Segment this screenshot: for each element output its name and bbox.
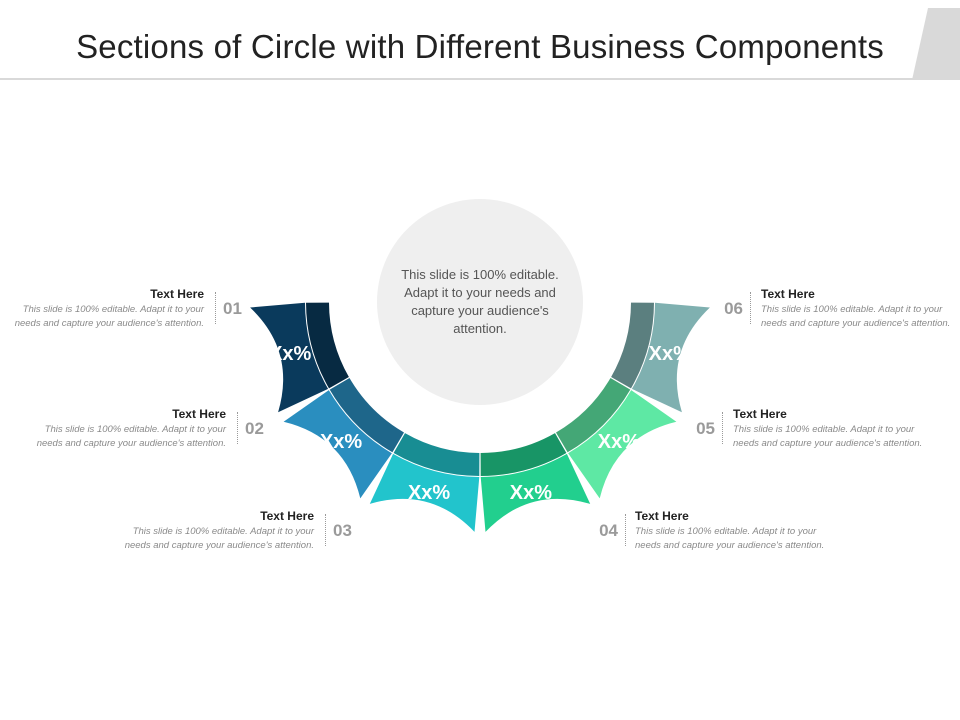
title-underline: [0, 78, 915, 80]
segment-outer-3: [369, 453, 480, 532]
bracket-01: [215, 292, 221, 324]
segment-percent-1: Xx%: [269, 343, 311, 365]
bracket-03: [325, 514, 331, 546]
segment-outer-2: [283, 390, 392, 499]
center-circle: [377, 199, 583, 405]
number-03: 03: [333, 521, 352, 540]
segment-percent-3: Xx%: [408, 482, 450, 504]
label-desc-01: This slide is 100% editable. Adapt it to…: [14, 304, 204, 329]
label-title-01: Text Here: [150, 287, 204, 301]
segment-ring-1: [306, 302, 349, 389]
label-block-04: Text Here This slide is 100% editable. A…: [635, 509, 825, 553]
segment-outer-5: [568, 390, 677, 499]
segment-percent-4: Xx%: [510, 482, 552, 504]
label-title-02: Text Here: [172, 407, 226, 421]
segment-ring-5: [556, 378, 631, 453]
segment-ring-4: [480, 433, 567, 476]
bracket-02: [237, 412, 243, 444]
segment-percent-2: Xx%: [320, 431, 362, 453]
label-desc-05: This slide is 100% editable. Adapt it to…: [733, 424, 923, 449]
bracket-06: [745, 292, 751, 324]
segment-ring-6: [611, 302, 654, 389]
label-block-01: Text Here This slide is 100% editable. A…: [14, 287, 204, 331]
number-06: 06: [724, 299, 743, 318]
segment-percent-6: Xx%: [649, 343, 691, 365]
label-desc-04: This slide is 100% editable. Adapt it to…: [635, 526, 825, 551]
bracket-04: [620, 514, 626, 546]
segment-outer-4: [480, 453, 591, 532]
corner-tab-decoration: [912, 8, 960, 80]
label-title-04: Text Here: [635, 509, 689, 523]
page-title: Sections of Circle with Different Busine…: [76, 28, 884, 65]
segment-ring-2: [329, 378, 404, 453]
number-02: 02: [245, 419, 264, 438]
label-block-05: Text Here This slide is 100% editable. A…: [733, 407, 923, 451]
label-desc-06: This slide is 100% editable. Adapt it to…: [761, 304, 951, 329]
label-block-06: Text Here This slide is 100% editable. A…: [761, 287, 951, 331]
segment-ring-3: [393, 433, 480, 476]
number-05: 05: [696, 419, 715, 438]
label-title-03: Text Here: [260, 509, 314, 523]
center-description: This slide is 100% editable. Adapt it to…: [401, 267, 559, 336]
label-desc-02: This slide is 100% editable. Adapt it to…: [36, 424, 226, 449]
label-block-02: Text Here This slide is 100% editable. A…: [36, 407, 226, 451]
label-title-06: Text Here: [761, 287, 815, 301]
label-desc-03: This slide is 100% editable. Adapt it to…: [124, 526, 314, 551]
segment-outer-1: [250, 302, 329, 413]
bracket-05: [717, 412, 723, 444]
segment-outer-6: [631, 302, 710, 413]
label-title-05: Text Here: [733, 407, 787, 421]
segment-percent-5: Xx%: [598, 431, 640, 453]
number-04: 04: [599, 521, 618, 540]
label-block-03: Text Here This slide is 100% editable. A…: [124, 509, 314, 553]
number-01: 01: [223, 299, 242, 318]
